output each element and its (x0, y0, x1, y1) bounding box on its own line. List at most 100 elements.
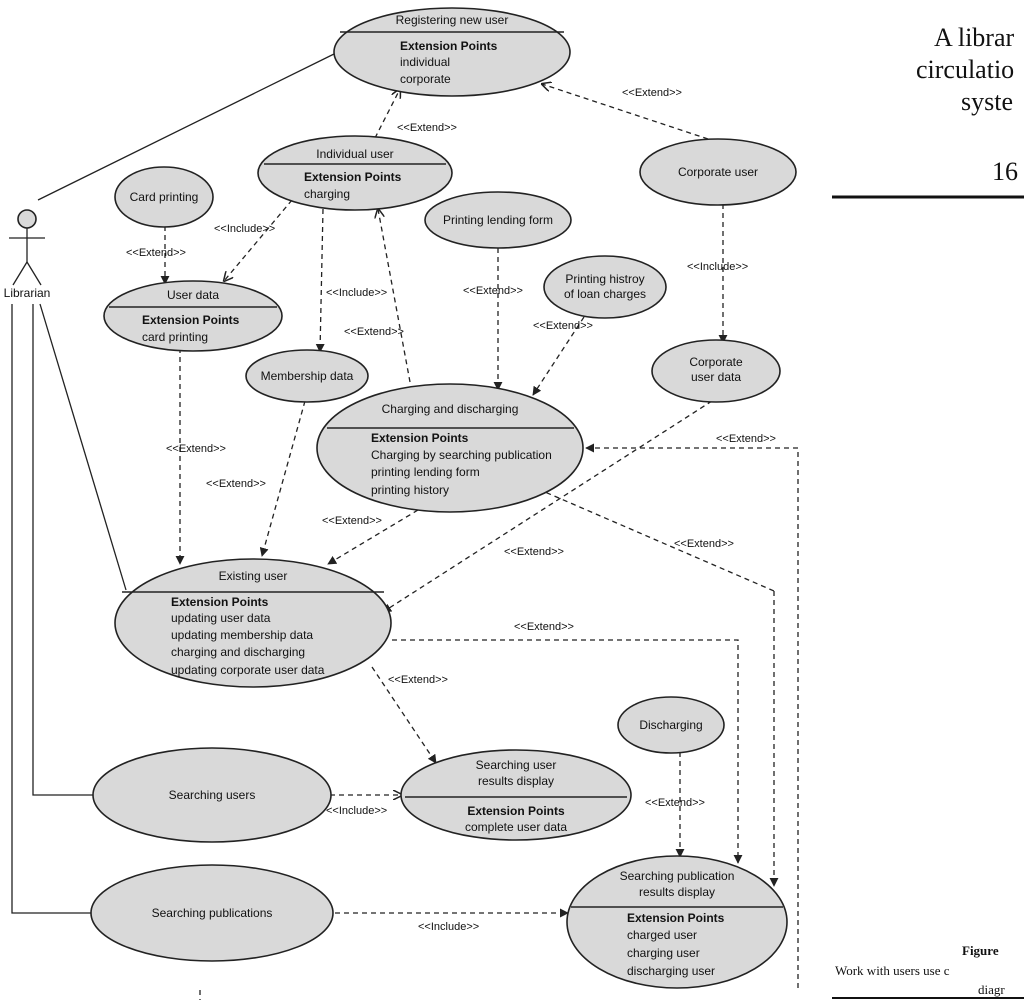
registering-new-user-point-1: individual (400, 55, 450, 69)
searching-publication-results-line-2: results display (639, 885, 715, 899)
user-data-ext-heading: Extension Points (142, 313, 240, 327)
existing-user-point-3: charging and discharging (171, 645, 305, 659)
dep-existing-to-useresults (371, 666, 437, 764)
label-include-individual-userdata: <<Include>> (214, 223, 275, 235)
use-case-membership-data: Membership data (245, 349, 369, 403)
actor-label: Librarian (4, 286, 51, 300)
charging-discharging-point-3: printing history (371, 483, 449, 497)
use-case-card-printing: Card printing (114, 166, 214, 228)
relation-labels: <<Extend>> <<Extend>> <<Include>> <<Exte… (126, 87, 776, 933)
searching-user-results-ext-heading: Extension Points (467, 804, 565, 818)
label-extend-individual-registering: <<Extend>> (397, 122, 457, 134)
actor-head (17, 209, 37, 229)
dep-existing-to-pubresults (392, 639, 743, 864)
page-sidebar: A librar circulatio syste 16 Figure Work… (832, 23, 1024, 999)
label-extend-userdata-existing: <<Extend>> (166, 443, 226, 455)
dep-individual-includes-membership (315, 208, 325, 353)
label-extend-printinglending: <<Extend>> (463, 285, 523, 297)
dep-charging-to-pubresults-a (537, 488, 775, 592)
label-extend-charging-pubresults: <<Extend>> (674, 538, 734, 550)
existing-user-title: Existing user (219, 569, 288, 583)
individual-user-point-1: charging (304, 187, 350, 201)
membership-data-title: Membership data (261, 369, 354, 383)
dep-corporate-to-registering (542, 84, 709, 140)
chapter-title-line-1: A librar (934, 23, 1014, 52)
user-data-point-1: card printing (142, 330, 208, 344)
individual-user-title: Individual user (316, 147, 393, 161)
printing-lending-form-title: Printing lending form (443, 213, 553, 227)
charging-discharging-title: Charging and discharging (382, 402, 519, 416)
use-case-printing-lending-form: Printing lending form (424, 191, 572, 249)
printing-history-line-2: of loan charges (564, 287, 646, 301)
searching-user-results-line-1: Searching user (476, 758, 557, 772)
existing-user-ext-heading: Extension Points (171, 595, 269, 609)
use-case-corporate-user: Corporate user (639, 138, 797, 206)
label-include-searchingusers: <<Include>> (326, 805, 387, 817)
use-case-searching-publications: Searching publications (90, 864, 334, 962)
charging-discharging-ext-heading: Extension Points (371, 431, 469, 445)
dep-searchingpubs-bottom-route (199, 990, 201, 1000)
use-case-searching-publication-results: Searching publication results display Ex… (566, 855, 788, 989)
dep-corporatedata-to-existing (382, 400, 713, 613)
charging-discharging-point-2: printing lending form (371, 465, 480, 479)
dep-printinghistory-to-charging (532, 316, 585, 396)
use-case-printing-history: Printing histroy of loan charges (543, 255, 667, 319)
searching-user-results-line-2: results display (478, 774, 554, 788)
existing-user-point-1: updating user data (171, 611, 271, 625)
printing-history-line-1: Printing histroy (565, 272, 644, 286)
discharging-title: Discharging (639, 718, 702, 732)
label-include-individual-membership: <<Include>> (326, 287, 387, 299)
actor-librarian: Librarian (4, 209, 51, 300)
searching-user-results-point-1: complete user data (465, 820, 567, 834)
label-extend-charging-existing: <<Extend>> (322, 515, 382, 527)
chapter-title-line-2: circulatio (916, 55, 1014, 84)
dependencies (160, 84, 799, 1000)
label-extend-discharging: <<Extend>> (645, 797, 705, 809)
use-case-searching-user-results: Searching user results display Extension… (400, 749, 632, 841)
label-extend-membership-existing: <<Extend>> (206, 478, 266, 490)
searching-publication-results-point-3: discharging user (627, 964, 715, 978)
registering-new-user-ext-heading: Extension Points (400, 39, 498, 53)
assoc-searching-publications (11, 304, 93, 914)
assoc-searching-users (32, 304, 93, 796)
use-case-corporate-user-data: Corporate user data (651, 339, 781, 403)
figure-caption-line-1: Work with users use c (835, 963, 950, 978)
searching-users-title: Searching users (169, 788, 256, 802)
charging-discharging-point-1: Charging by searching publication (371, 448, 552, 462)
use-case-discharging: Discharging (617, 696, 725, 754)
card-printing-title: Card printing (130, 190, 199, 204)
label-include-searchingpubs: <<Include>> (418, 921, 479, 933)
label-extend-pubresults-charging: <<Extend>> (716, 433, 776, 445)
existing-user-point-4: updating corporate user data (171, 663, 325, 677)
use-case-user-data: User data Extension Points card printing (103, 280, 283, 352)
searching-publication-results-point-1: charged user (627, 928, 697, 942)
actor-associations (11, 53, 335, 914)
dep-pubresults-to-charging (585, 443, 799, 988)
assoc-existing-user (39, 303, 127, 591)
existing-user-point-2: updating membership data (171, 628, 313, 642)
figure-label: Figure (962, 943, 999, 958)
dep-membership-to-existing (259, 400, 306, 557)
figure-caption-line-2: diagr (978, 982, 1005, 997)
label-extend-charging-individual: <<Extend>> (344, 326, 404, 338)
dep-individual-includes-userdata (224, 199, 293, 281)
user-data-title: User data (167, 288, 219, 302)
actor-leg-right (26, 261, 42, 286)
label-include-corporate-data: <<Include>> (687, 261, 748, 273)
label-extend-existing-pubresults: <<Extend>> (514, 621, 574, 633)
searching-publication-results-point-2: charging user (627, 946, 700, 960)
searching-publication-results-line-1: Searching publication (620, 869, 735, 883)
registering-new-user-point-2: corporate (400, 72, 451, 86)
corporate-user-data-line-1: Corporate (689, 355, 743, 369)
dep-individual-to-registering (374, 89, 400, 139)
chapter-title-line-3: syste (961, 87, 1013, 116)
label-extend-corporatedata-existing: <<Extend>> (504, 546, 564, 558)
dep-charging-to-individual (378, 209, 411, 383)
individual-user-ext-heading: Extension Points (304, 170, 402, 184)
actor-leg-left (12, 261, 28, 286)
label-extend-corporate-registering: <<Extend>> (622, 87, 682, 99)
corporate-user-title: Corporate user (678, 165, 758, 179)
label-extend-existing-useresults: <<Extend>> (388, 674, 448, 686)
use-case-individual-user: Individual user Extension Points chargin… (257, 135, 453, 211)
